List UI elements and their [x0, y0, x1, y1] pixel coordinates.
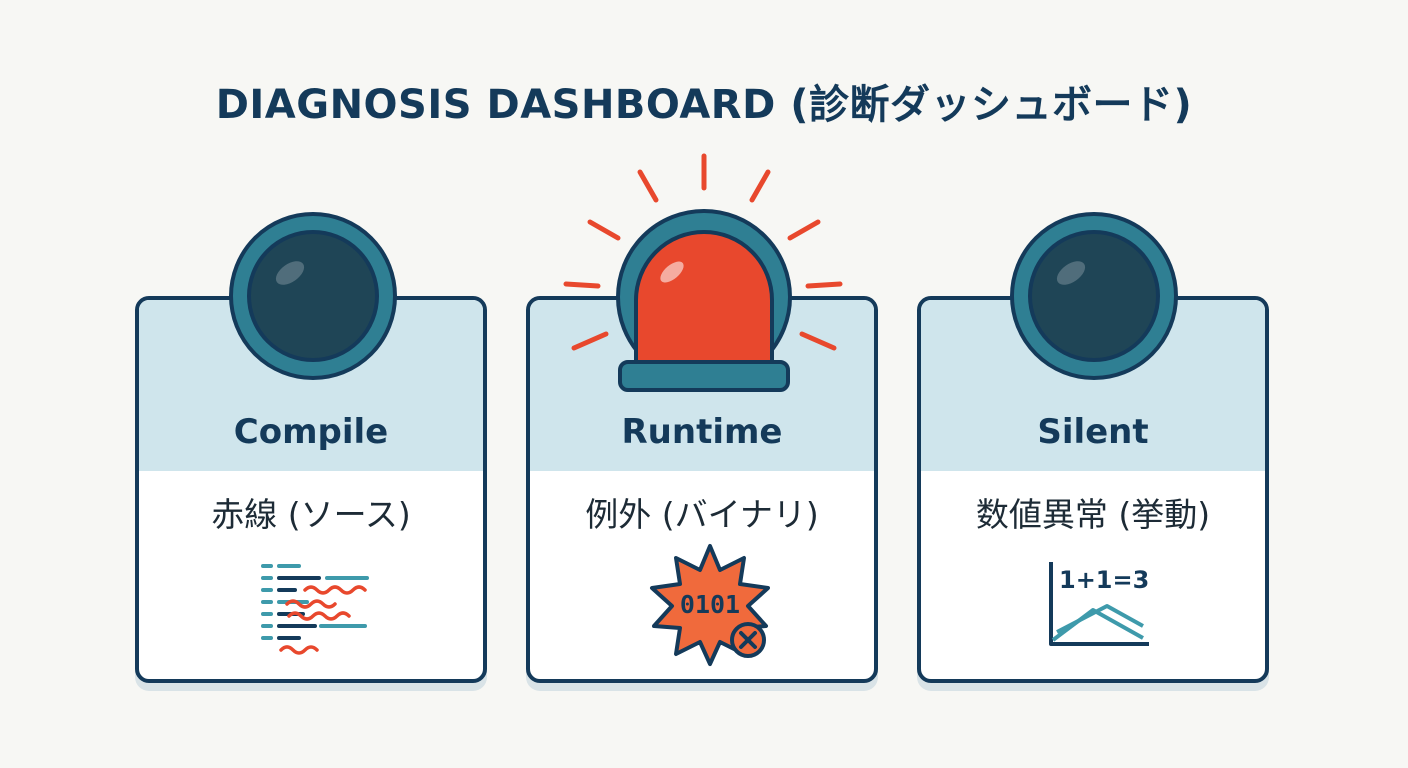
alarm-rays	[563, 153, 843, 351]
card-jp-label: 例外 (バイナリ)	[585, 495, 819, 534]
card-jp-label: 赤線 (ソース)	[211, 495, 411, 534]
card-label: Compile	[233, 412, 389, 452]
silent-indicator-light	[1010, 212, 1178, 380]
runtime-alarm-light	[563, 153, 843, 392]
compile-indicator-light	[229, 212, 397, 380]
code-lines-icon	[261, 564, 369, 655]
card-label: Silent	[1037, 412, 1149, 452]
card-label: Runtime	[621, 412, 783, 452]
wrong-chart-icon: 1+1=3	[1049, 562, 1149, 646]
dashboard-title: DIAGNOSIS DASHBOARD (診断ダッシュボード)	[215, 82, 1193, 128]
binary-text: 0101	[680, 590, 740, 619]
error-x-icon	[730, 622, 766, 658]
card-silent: Silent 数値異常 (挙動) 1+1=3	[917, 296, 1269, 683]
error-burst-icon: 0101	[650, 544, 770, 666]
wrong-equation-text: 1+1=3	[1059, 566, 1149, 594]
card-jp-label: 数値異常 (挙動)	[975, 495, 1211, 534]
